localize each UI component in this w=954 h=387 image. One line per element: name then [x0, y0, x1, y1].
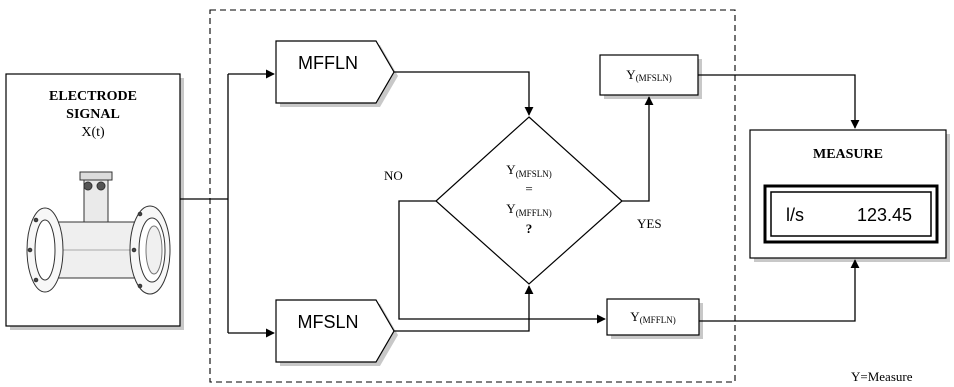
decision-line2: Y(MFFLN) [506, 201, 551, 218]
electrode-signal-block: ELECTRODE SIGNAL X(t) [5, 73, 184, 330]
mffln-block: MFFLN [275, 40, 398, 107]
flowmeter-image [26, 171, 171, 295]
mffln-label: MFFLN [298, 53, 358, 73]
decision-question: ? [526, 221, 533, 236]
output-y-mfsln-box: Y(MFSLN) [599, 54, 702, 99]
mfsln-label: MFSLN [297, 312, 358, 332]
decision-line1: Y(MFSLN) [506, 162, 551, 179]
no-label: NO [384, 168, 403, 183]
output-y-mffln-label: Y(MFFLN) [630, 309, 675, 325]
measure-value: 123.45 [857, 205, 912, 225]
electrode-title-line1: ELECTRODE [49, 89, 137, 104]
legend-text: Y=Measure [851, 369, 913, 384]
decision-equals: = [525, 181, 532, 196]
yes-label: YES [637, 216, 662, 231]
connectors [180, 69, 860, 338]
electrode-signal-xt: X(t) [81, 125, 105, 140]
measure-block: MEASURE l/s 123.45 [749, 129, 950, 262]
processing-boundary [209, 9, 736, 383]
output-y-mffln-box: Y(MFFLN) [606, 298, 703, 339]
measure-title: MEASURE [813, 147, 883, 162]
output-y-mfsln-label: Y(MFSLN) [626, 67, 671, 83]
measure-unit: l/s [786, 205, 804, 225]
electrode-title-line2: SIGNAL [66, 107, 120, 122]
decision-diamond: Y(MFSLN) = Y(MFFLN) ? [435, 116, 623, 285]
mfsln-block: MFSLN [275, 299, 398, 366]
